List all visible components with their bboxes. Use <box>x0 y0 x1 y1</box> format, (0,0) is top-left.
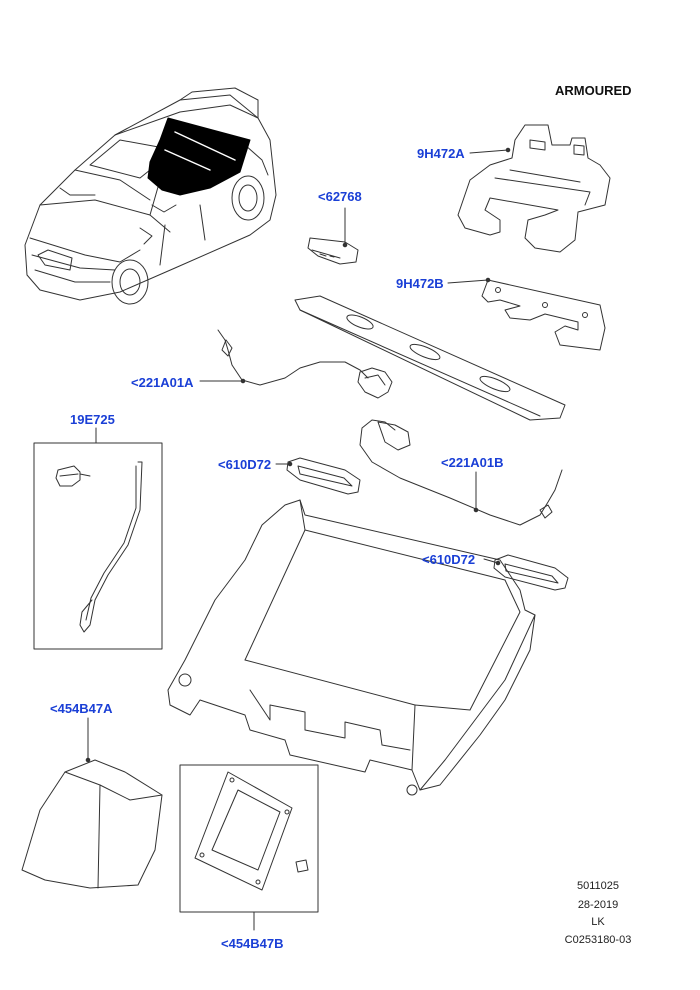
harness-221a01b <box>359 419 563 526</box>
trim-panel-long <box>294 295 566 421</box>
harness-221a01a <box>217 329 393 399</box>
vehicle-illustration <box>24 87 277 305</box>
footer-code-3: LK <box>591 916 605 928</box>
callout-9h472a[interactable]: 9H472A <box>417 146 465 161</box>
callout-62768[interactable]: <62768 <box>318 189 362 204</box>
tray-610d72-upper <box>286 457 361 495</box>
cushion-454b47a <box>21 759 163 889</box>
footer-code-1: 5011025 <box>576 880 619 892</box>
callout-454b47a[interactable]: <454B47A <box>50 701 113 716</box>
lamp-62768 <box>307 237 359 265</box>
footer-code-4: C0253180-03 <box>564 934 632 946</box>
plate-9h472b <box>481 279 606 351</box>
callout-221a01a[interactable]: <221A01A <box>131 375 194 390</box>
callout-454b47b[interactable]: <454B47B <box>221 936 284 951</box>
frame-box-454b47b <box>179 764 319 913</box>
tray-610d72-lower <box>493 554 569 591</box>
bracket-9h472a <box>457 124 611 253</box>
callout-9h472b[interactable]: 9H472B <box>396 276 444 291</box>
callout-19e725[interactable]: 19E725 <box>70 412 115 427</box>
diagram-heading: ARMOURED <box>555 83 632 98</box>
callout-221a01b[interactable]: <221A01B <box>441 455 504 470</box>
kit-box-19e725 <box>33 442 163 650</box>
callout-610d72-upper[interactable]: <610D72 <box>218 457 272 472</box>
footer-code-2: 28-2019 <box>577 899 619 911</box>
callout-610d72-lower[interactable]: <610D72 <box>422 552 476 567</box>
bulkhead-panel <box>167 499 536 796</box>
leader-lines <box>85 147 511 931</box>
vehicle-roof-highlight <box>147 117 251 196</box>
